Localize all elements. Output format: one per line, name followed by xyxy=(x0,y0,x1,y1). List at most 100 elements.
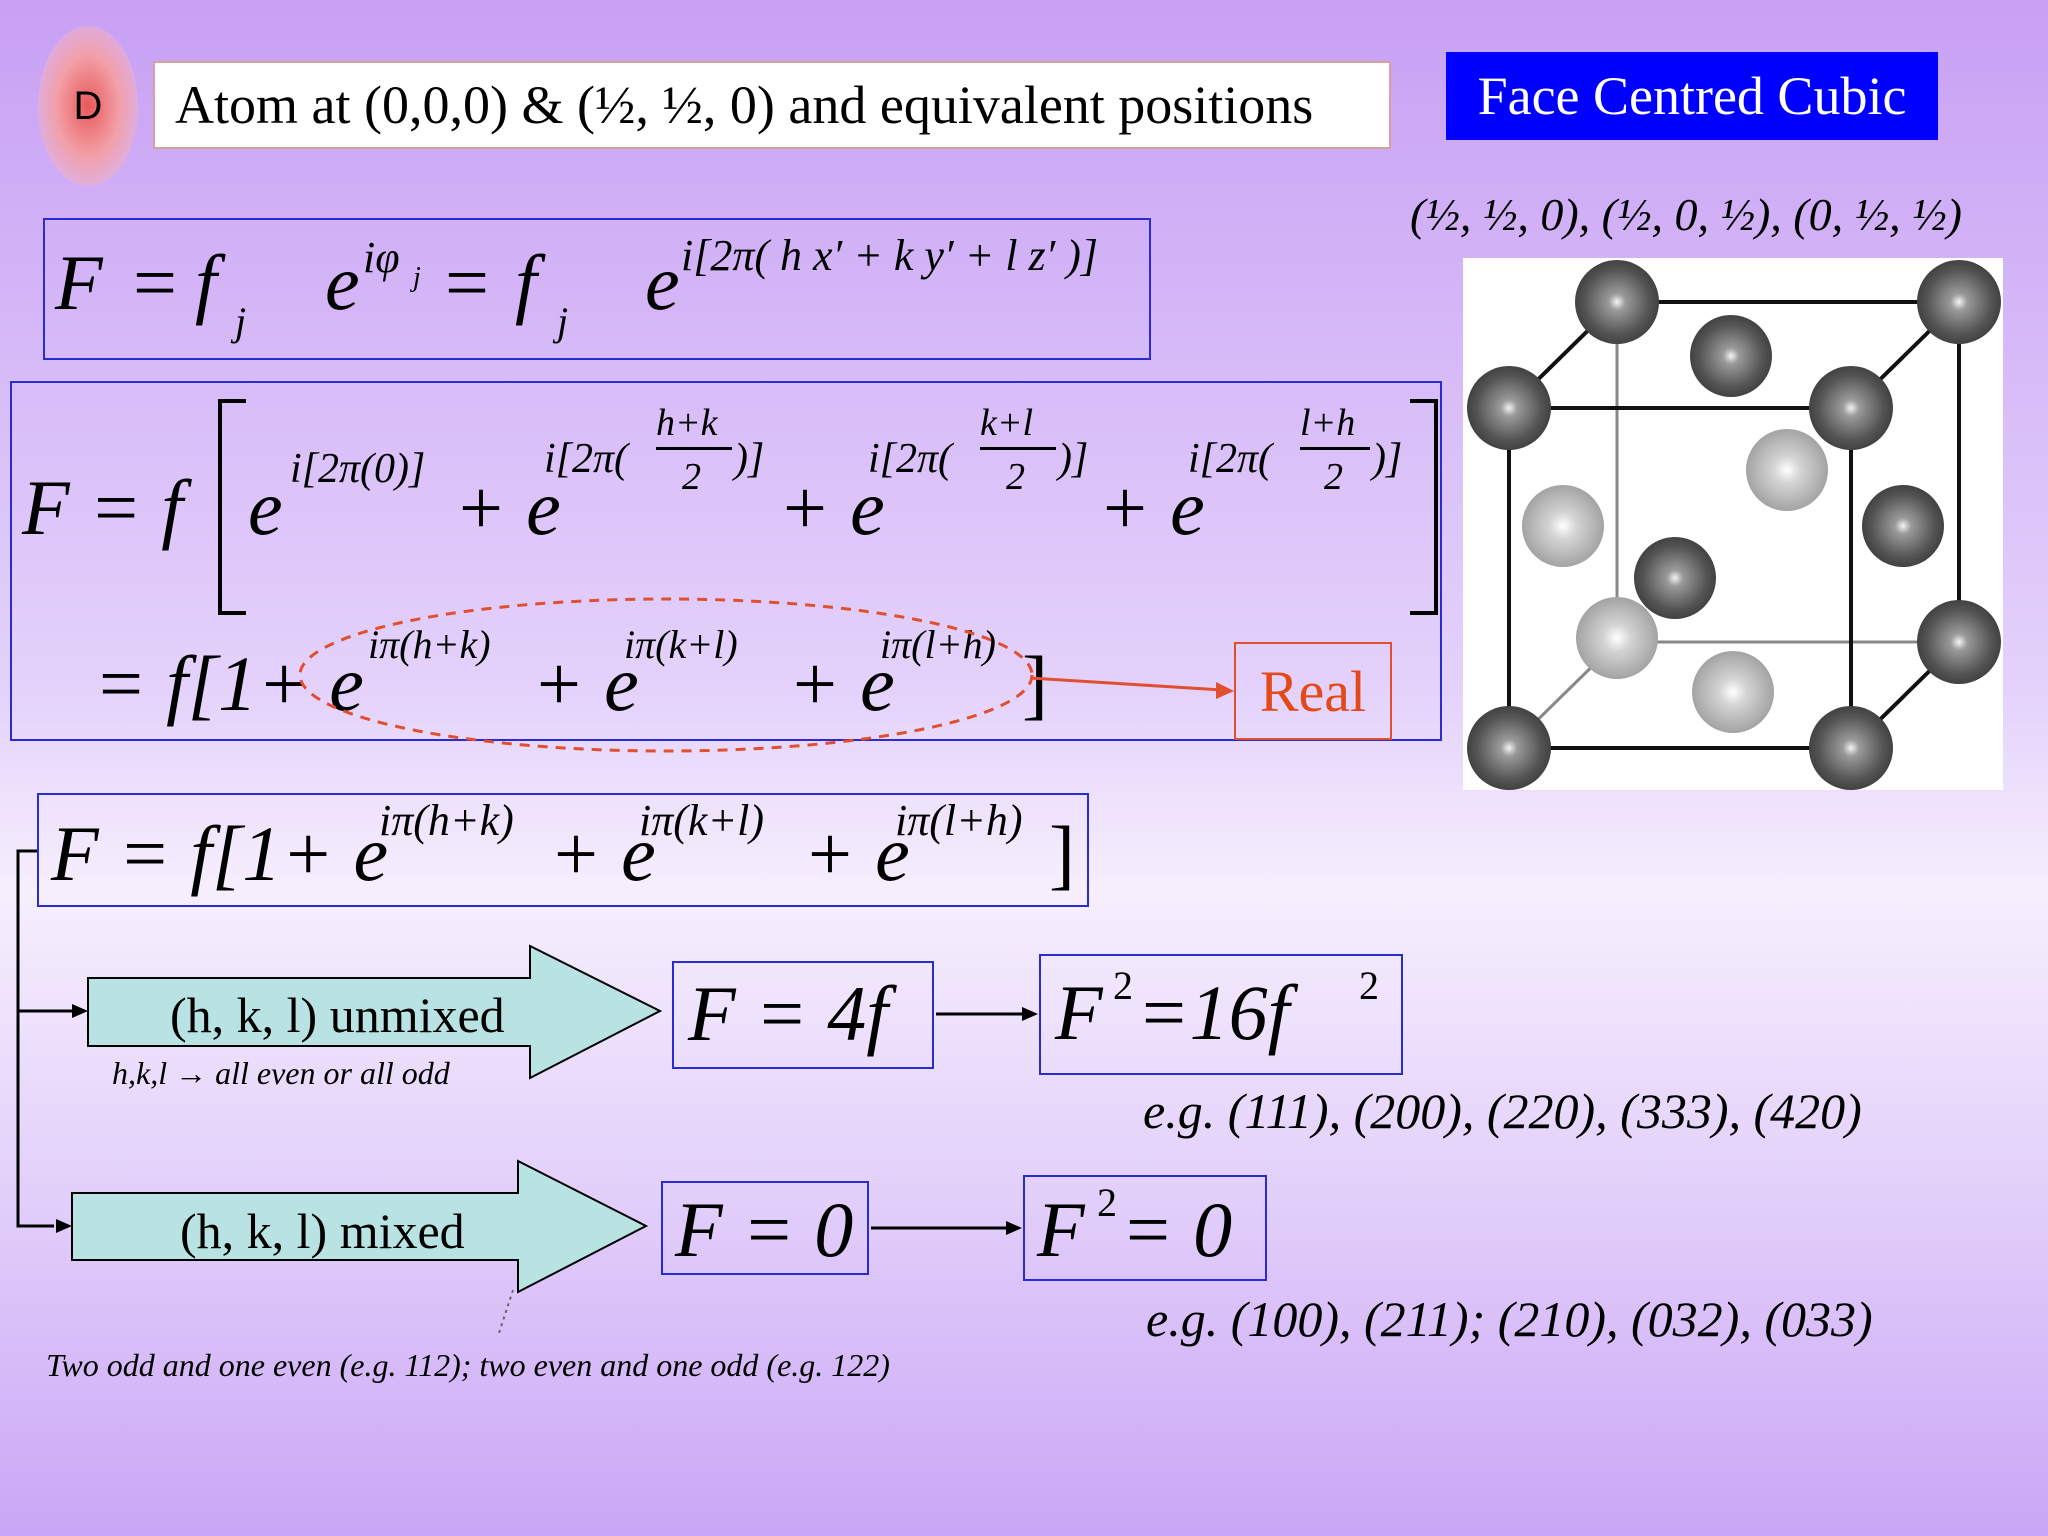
eq3-exp2: iπ(k+l) xyxy=(639,796,765,845)
eq2-t3-post: )] xyxy=(1058,436,1089,482)
eq1-e-2: e xyxy=(645,239,680,326)
eq2-t4-post: )] xyxy=(1372,436,1403,482)
eq3-close: ] xyxy=(1049,810,1075,897)
flow-arrowhead-mixed xyxy=(56,1219,72,1233)
mixed-note: Two odd and one even (e.g. 112); two eve… xyxy=(46,1347,890,1383)
corner-atom-1 xyxy=(1575,260,1659,344)
eq2-t3-pre: i[2π( xyxy=(868,436,953,482)
eq2-t4-num: l+h xyxy=(1300,402,1356,444)
real-arrow-line xyxy=(1029,676,1223,692)
simplified-structure-factor-equation: F = f[1+ e iπ(h+k) + e iπ(k+l) + e iπ(l+… xyxy=(37,793,1089,907)
result-arrow-1-head xyxy=(1022,1007,1038,1021)
eq1-exponent: i[2π( h x′ + k y′ + l z′ )] xyxy=(681,231,1099,280)
face-atom-back xyxy=(1746,429,1828,511)
right-bracket xyxy=(1410,399,1438,615)
structure-title: Face Centred Cubic xyxy=(1446,52,1938,140)
eq1-equals-2: = xyxy=(445,239,489,326)
eq1-f: f xyxy=(195,239,217,326)
eq3-start: F = f[1+ e xyxy=(51,810,389,897)
eq1-j-2: j xyxy=(557,299,569,344)
header-text: Atom at (0,0,0) & (½, ½, 0) and equivale… xyxy=(153,61,1391,149)
eq3-exp1: iπ(h+k) xyxy=(379,796,514,845)
flow-connector xyxy=(16,849,54,1228)
result-f-4f: F = 4f xyxy=(672,961,934,1069)
face-atom-center xyxy=(1634,537,1716,619)
eq1-equals: = xyxy=(133,239,177,326)
imaginary-terms-ellipse xyxy=(298,597,1034,753)
atom-positions: (½, ½, 0), (½, 0, ½), (0, ½, ½) xyxy=(1410,189,1962,240)
eq2-lhs: F = f xyxy=(22,464,183,551)
section-badge: D xyxy=(38,26,138,186)
eq3-plus-e-2: + e xyxy=(803,810,910,897)
corner-atom-7 xyxy=(1809,706,1893,790)
eq1-phi-exponent: iφ xyxy=(363,233,400,282)
eq2-t4-den: 2 xyxy=(1324,456,1343,498)
result-f-squared-zero: F 2 = 0 xyxy=(1023,1175,1267,1281)
result-f20-rest: = 0 xyxy=(1121,1186,1233,1273)
result-f16-F: F xyxy=(1055,969,1103,1056)
eq2-line2-exp2: iπ(k+l) xyxy=(624,622,738,667)
left-bracket xyxy=(218,399,246,615)
fcc-structure-factor-expansion: F = f e i[2π(0)] + e i[2π( h+k 2 )] + e … xyxy=(10,381,1442,741)
example-unmixed: e.g. (111), (200), (220), (333), (420) xyxy=(1143,1083,1862,1139)
eq2-t4-pre: i[2π( xyxy=(1188,436,1273,482)
unmixed-note: h,k,l → all even or all odd xyxy=(112,1055,450,1091)
eq2-t2-post: )] xyxy=(734,436,765,482)
real-label: Real xyxy=(1234,642,1392,740)
mixed-arrow-shape xyxy=(71,1159,649,1294)
eq2-t3-den: 2 xyxy=(1006,456,1025,498)
corner-atom-4 xyxy=(1809,366,1893,450)
eq2-t4-fraction-bar xyxy=(1300,447,1370,450)
eq2-t2-den: 2 xyxy=(682,456,701,498)
face-atom-right xyxy=(1862,485,1944,567)
eq2-plus-e-3: + e xyxy=(1098,464,1205,551)
unmixed-label: (h, k, l) unmixed xyxy=(170,987,505,1043)
eq1-e: e xyxy=(325,239,360,326)
eq2-plus-e-2: + e xyxy=(778,464,885,551)
result-f20-sq: 2 xyxy=(1097,1180,1117,1225)
corner-atom-2 xyxy=(1917,260,2001,344)
result-f-4f-text: F = 4f xyxy=(688,970,888,1057)
result-f16-sq2: 2 xyxy=(1359,963,1379,1008)
face-atom-left xyxy=(1522,485,1604,567)
face-atom-top xyxy=(1690,315,1772,397)
eq2-line2-start: = f[1+ e xyxy=(94,640,364,727)
corner-atom-5 xyxy=(1917,600,2001,684)
general-structure-factor-equation: F = f j e iφ j = f j e i[2π( h x′ + k y′… xyxy=(43,218,1151,360)
eq2-plus-e-1: + e xyxy=(454,464,561,551)
eq1-phi-sub: j xyxy=(413,262,421,293)
eq2-line2-exp3: iπ(l+h) xyxy=(880,622,996,667)
result-f-squared-16: F 2 =16f 2 xyxy=(1039,954,1403,1075)
result-arrow-2-head xyxy=(1006,1221,1022,1235)
eq3-plus-e-1: + e xyxy=(549,810,656,897)
result-f-zero: F = 0 xyxy=(661,1181,869,1275)
eq2-line2-exp1: iπ(h+k) xyxy=(368,622,491,667)
eq3-exp3: iπ(l+h) xyxy=(895,796,1023,845)
real-arrow-head xyxy=(1216,682,1234,699)
corner-atom-6 xyxy=(1467,706,1551,790)
eq2-t2-pre: i[2π( xyxy=(544,436,629,482)
eq2-line2-plus-e-2: + e xyxy=(788,640,895,727)
result-f0-text: F = 0 xyxy=(675,1186,854,1273)
result-f16-rest: =16f xyxy=(1137,969,1290,1056)
note-pointer xyxy=(497,1289,514,1337)
unmixed-arrow-shape xyxy=(87,944,663,1080)
eq2-line2-plus-e-1: + e xyxy=(532,640,639,727)
eq2-t3-fraction-bar xyxy=(980,447,1056,450)
mixed-label: (h, k, l) mixed xyxy=(180,1203,465,1259)
corner-atom-3 xyxy=(1467,366,1551,450)
badge-letter: D xyxy=(73,83,103,128)
flow-arrowhead-unmixed xyxy=(72,1004,88,1018)
fcc-unit-cell-diagram xyxy=(1463,258,2003,790)
eq2-term1-e: e xyxy=(248,464,283,551)
eq2-t2-fraction-bar xyxy=(656,447,732,450)
face-atom-bottom xyxy=(1576,597,1658,679)
eq1-f-2: f xyxy=(515,239,537,326)
eq2-t3-num: k+l xyxy=(980,402,1034,444)
eq2-t2-num: h+k xyxy=(656,402,718,444)
result-f16-sq: 2 xyxy=(1113,963,1133,1008)
example-mixed: e.g. (100), (211); (210), (032), (033) xyxy=(1146,1291,1873,1347)
eq1-j: j xyxy=(235,299,247,344)
eq2-term1-exponent: i[2π(0)] xyxy=(290,446,426,492)
